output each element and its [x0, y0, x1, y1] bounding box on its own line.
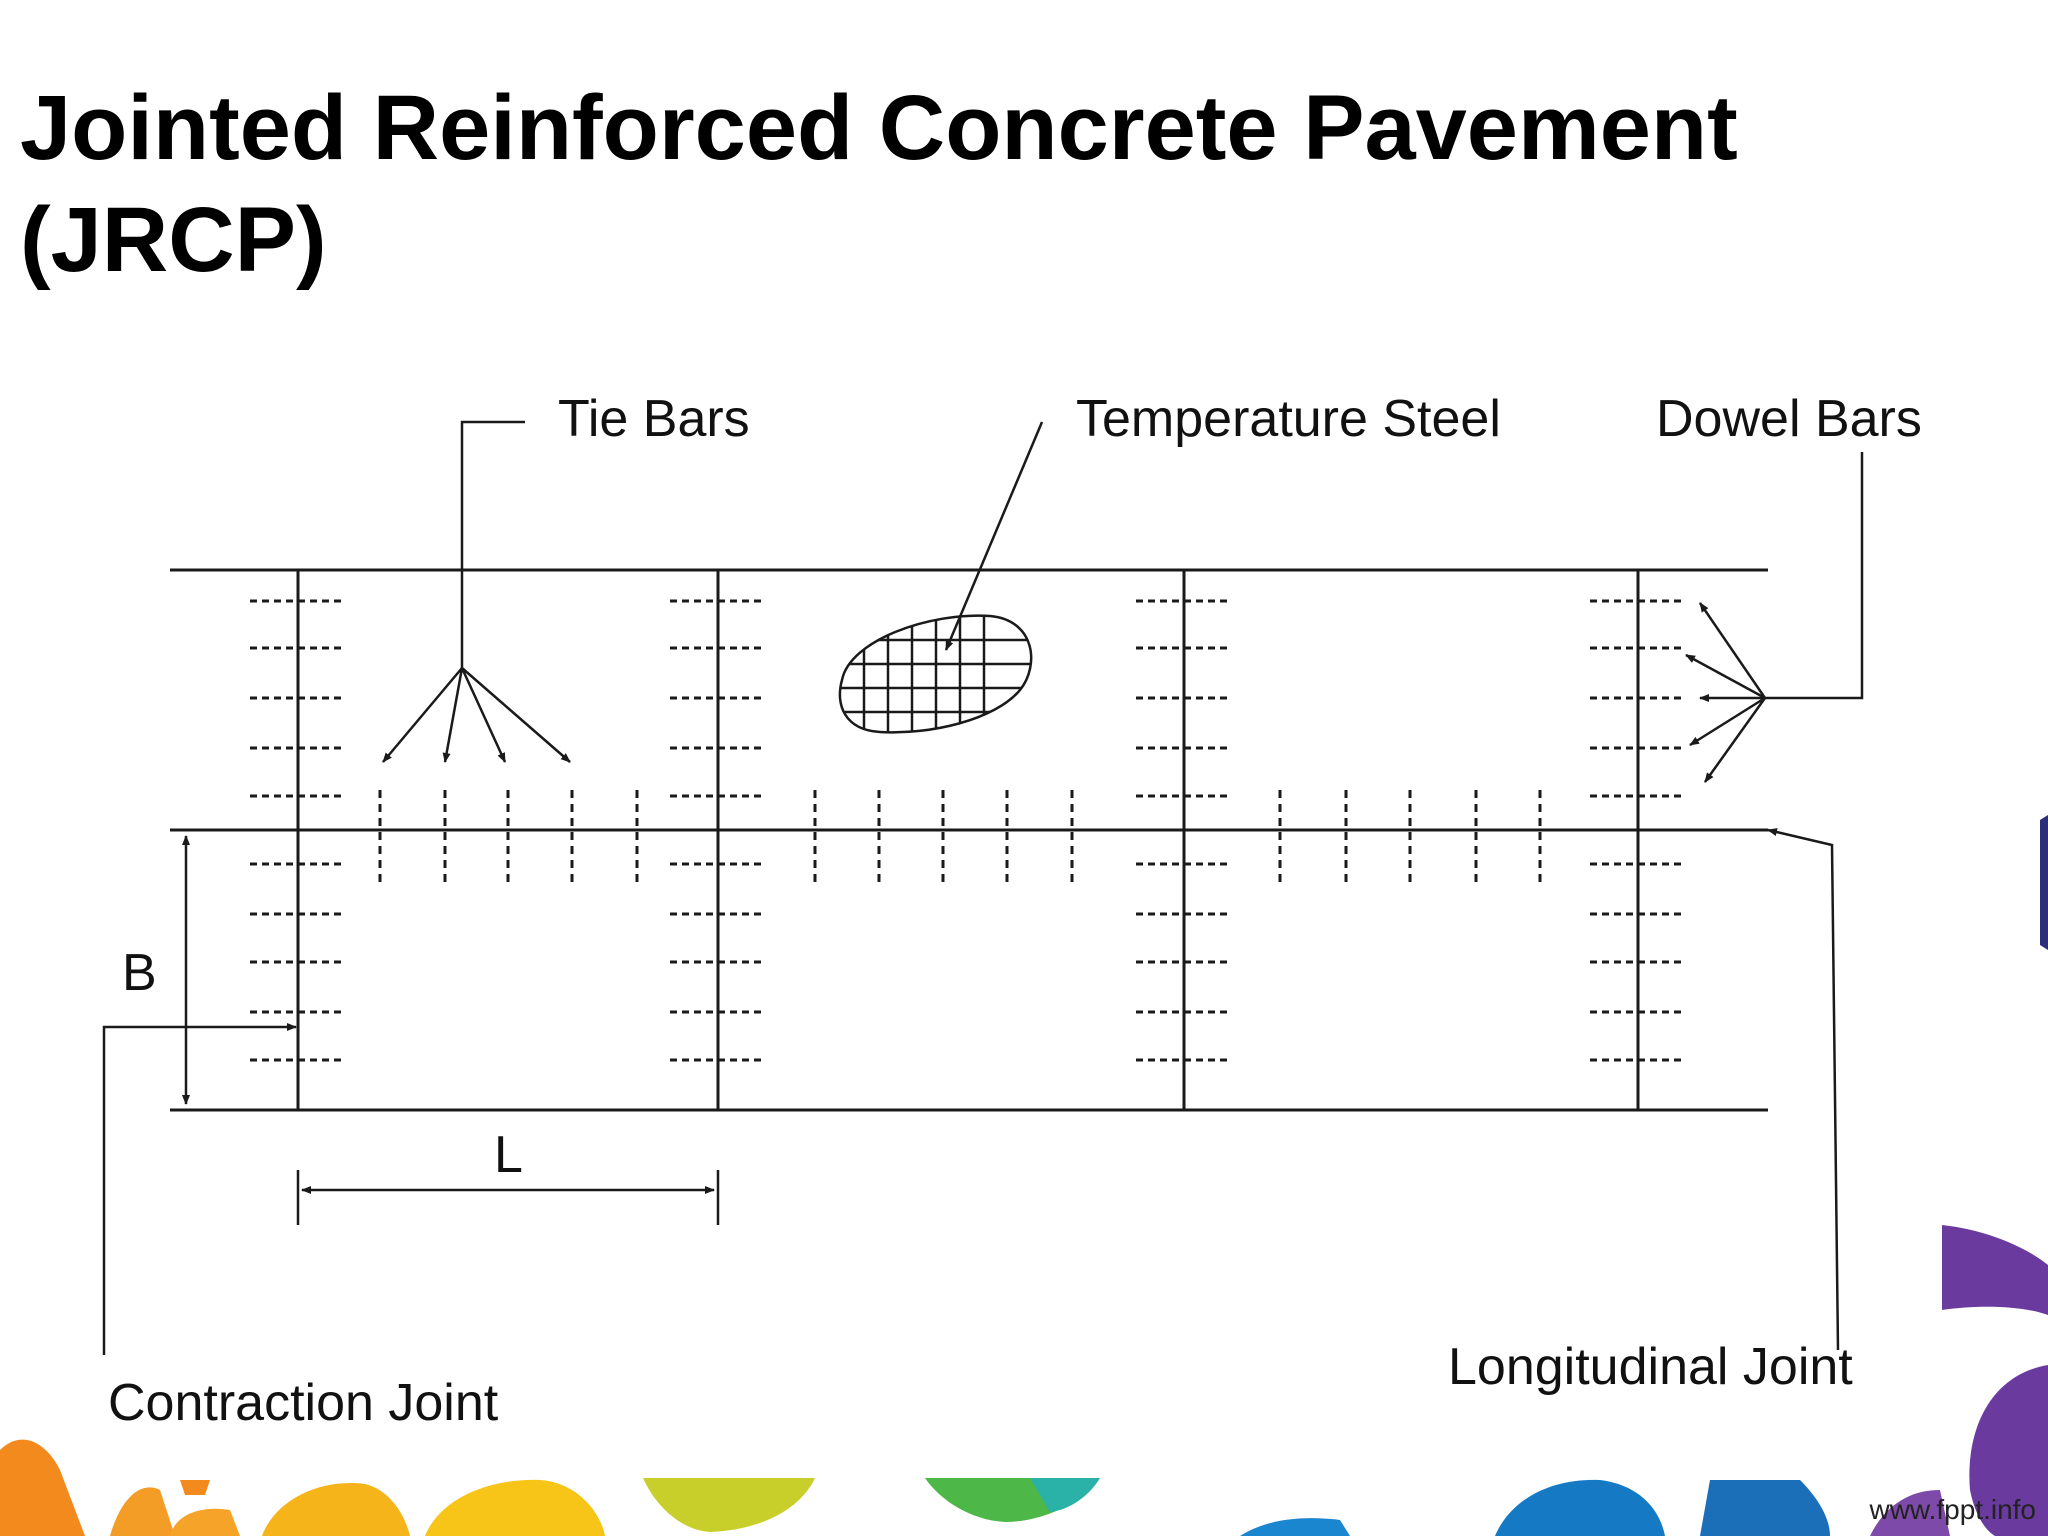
decor-blue-half-1: [1240, 1518, 1350, 1536]
decor-orange-swoosh-2: [110, 1487, 175, 1536]
temperature-steel-mesh: [838, 614, 1033, 734]
decor-yellow-half-1: [262, 1483, 410, 1536]
dowel-bars: [250, 599, 1686, 1062]
dowel-bars-arrow-1: [1698, 602, 1767, 699]
longitudinal-joint-leader: [1767, 828, 1840, 1351]
tie-bars-arrow-3: [460, 667, 507, 763]
decor-orange-dot: [180, 1480, 210, 1495]
dowel-bars-arrow-4: [1689, 696, 1766, 747]
contraction-joint-leader: [102, 1023, 297, 1355]
decor-orange-swoosh: [0, 1439, 85, 1536]
contraction-joints: [296, 570, 1640, 1110]
decor-purple-right-1: [1942, 1225, 2048, 1315]
width-label: B: [122, 944, 157, 1002]
dowel-bars-arrow-5: [1703, 697, 1767, 783]
longitudinal-joint-label: Longitudinal Joint: [1448, 1338, 1853, 1396]
dowel-bars-leader: [1765, 452, 1864, 700]
slide-title-line-2: (JRCP): [20, 189, 327, 291]
pavement-outline: [170, 568, 1768, 1112]
decor-purple-bottom: [1870, 1490, 1950, 1536]
tie-bars-arrow-4: [461, 667, 571, 763]
slide-title-line-1: Jointed Reinforced Concrete Pavement: [20, 77, 1738, 179]
tie-bars-arrow-1: [382, 667, 463, 763]
decor-lime-half: [643, 1478, 815, 1532]
dowel-bars-label: Dowel Bars: [1656, 390, 1922, 448]
decor-teal-accent: [1030, 1478, 1100, 1512]
decor-yellow-half-2: [425, 1479, 605, 1536]
contraction-joint-label: Contraction Joint: [108, 1374, 499, 1432]
temperature-steel-label: Temperature Steel: [1076, 390, 1501, 448]
length-label: L: [494, 1126, 523, 1184]
decor-blue-half-2: [1495, 1479, 1665, 1536]
decor-purple-right-2: [1969, 1365, 2048, 1536]
temperature-steel-outline: [838, 614, 1033, 734]
temperature-steel-leader: [944, 421, 1044, 651]
decor-blue-half-3: [1700, 1480, 1830, 1536]
decor-orange-half: [170, 1508, 240, 1536]
decor-navy-right: [2040, 815, 2048, 950]
dowel-bars-arrow-2: [1685, 653, 1766, 700]
tie-bars-arrow-2: [442, 667, 464, 763]
tie-bars-leader: [460, 420, 525, 668]
footer-url: www.fppt.info: [1869, 1494, 2036, 1525]
tie-bars: [378, 790, 1542, 885]
leader-lines: [102, 420, 1864, 1355]
decorative-banner: [0, 815, 2048, 1536]
tie-bars-label: Tie Bars: [558, 390, 750, 448]
slide-title: Jointed Reinforced Concrete Pavement (JR…: [20, 72, 1920, 296]
